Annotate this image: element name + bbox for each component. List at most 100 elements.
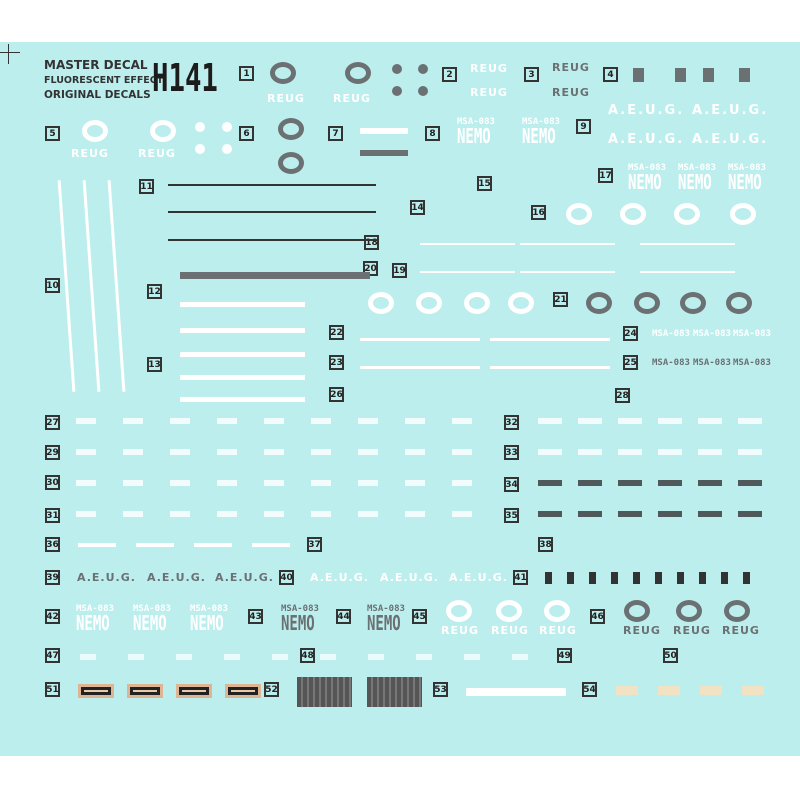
small-decal <box>578 418 602 424</box>
small-decal <box>658 418 682 424</box>
decal-plate <box>78 684 114 698</box>
aeug-emblem <box>345 62 371 84</box>
small-decal <box>738 480 762 486</box>
decal-number-20: 20 <box>363 261 378 276</box>
stripe-decal <box>490 338 610 341</box>
small-decal <box>76 511 96 517</box>
small-decal <box>176 654 192 660</box>
nemo-text: NEMO <box>281 611 315 635</box>
msa-text: MSA-083 <box>628 163 666 173</box>
line-decal <box>420 243 515 245</box>
stripe-decal <box>180 352 305 357</box>
stripe-decal <box>180 397 305 402</box>
small-decal <box>698 449 722 455</box>
crosshair-mark <box>0 52 20 53</box>
decal-number-51: 51 <box>45 682 60 697</box>
stripe-decal <box>360 128 408 134</box>
reug-text: REUG <box>491 624 529 637</box>
dot-decal <box>195 144 205 154</box>
small-decal <box>538 418 562 424</box>
dot-decal <box>222 122 232 132</box>
aeug-text: A.E.U.G. <box>215 571 274 584</box>
decal-number-8: 8 <box>425 126 440 141</box>
small-decal <box>698 418 722 424</box>
nemo-text: NEMO <box>678 170 712 194</box>
reug-text: REUG <box>552 86 590 99</box>
grille-decal <box>367 677 422 707</box>
small-decal <box>721 572 728 584</box>
small-decal <box>123 480 143 486</box>
small-decal <box>452 480 472 486</box>
reug-text: REUG <box>722 624 760 637</box>
small-decal <box>738 449 762 455</box>
aeug-text: A.E.U.G. <box>449 571 508 584</box>
decal-number-47: 47 <box>45 648 60 663</box>
nemo-text: NEMO <box>522 124 556 148</box>
decal-plate <box>127 684 163 698</box>
decal-number-40: 40 <box>279 570 294 585</box>
nemo-text: NEMO <box>628 170 662 194</box>
aeug-emblem <box>674 203 700 225</box>
decal-number-39: 39 <box>45 570 60 585</box>
small-decal <box>311 480 331 486</box>
small-decal <box>616 686 638 695</box>
small-decal <box>272 654 288 660</box>
aeug-emblem <box>634 292 660 314</box>
stripe-decal <box>360 150 408 156</box>
line-decal <box>520 243 615 245</box>
small-decal <box>658 480 682 486</box>
decal-number-46: 46 <box>590 609 605 624</box>
aeug-text: A.E.U.G. <box>147 571 206 584</box>
aeug-emblem <box>730 203 756 225</box>
dot-decal <box>418 64 428 74</box>
dot-decal <box>195 122 205 132</box>
decal-number-7: 7 <box>328 126 343 141</box>
trapezoid-decal <box>633 68 644 82</box>
decal-number-30: 30 <box>45 475 60 490</box>
aeug-emblem <box>270 62 296 84</box>
small-decal <box>264 511 284 517</box>
small-decal <box>368 654 384 660</box>
aeug-text: A.E.U.G. <box>692 132 769 147</box>
line-decal <box>640 271 735 273</box>
decal-number-13: 13 <box>147 357 162 372</box>
dot-decal <box>392 64 402 74</box>
small-decal <box>742 686 764 695</box>
small-decal <box>655 572 662 584</box>
decal-number-15: 15 <box>477 176 492 191</box>
nemo-text: NEMO <box>76 611 110 635</box>
decal-number-42: 42 <box>45 609 60 624</box>
decal-number-16: 16 <box>531 205 546 220</box>
small-decal <box>538 449 562 455</box>
decal-number-35: 35 <box>504 508 519 523</box>
line-decal <box>640 243 735 245</box>
line-decal <box>168 211 376 213</box>
small-decal <box>578 511 602 517</box>
small-decal <box>170 449 190 455</box>
decal-number-3: 3 <box>524 67 539 82</box>
effect-line: FLUORESCENT EFFECT <box>44 75 164 86</box>
small-decal <box>358 418 378 424</box>
msa-text: MSA-083 <box>678 163 716 173</box>
trapezoid-decal <box>675 68 686 82</box>
dot-decal <box>418 86 428 96</box>
msa-text: MSA-083 <box>281 604 319 614</box>
decal-number-34: 34 <box>504 477 519 492</box>
small-decal <box>452 449 472 455</box>
small-decal <box>738 418 762 424</box>
small-decal <box>578 449 602 455</box>
decal-number-1: 1 <box>239 66 254 81</box>
small-decal <box>633 572 640 584</box>
aeug-emblem <box>508 292 534 314</box>
aeug-emblem <box>368 292 394 314</box>
small-decal <box>170 480 190 486</box>
aeug-emblem <box>82 120 108 142</box>
msa-text: MSA-083 <box>733 329 771 339</box>
decal-number-48: 48 <box>300 648 315 663</box>
aeug-emblem <box>464 292 490 314</box>
reug-text: REUG <box>138 147 176 160</box>
aeug-emblem <box>586 292 612 314</box>
decal-number-31: 31 <box>45 508 60 523</box>
stripe-decal <box>180 375 305 380</box>
small-decal <box>512 654 528 660</box>
